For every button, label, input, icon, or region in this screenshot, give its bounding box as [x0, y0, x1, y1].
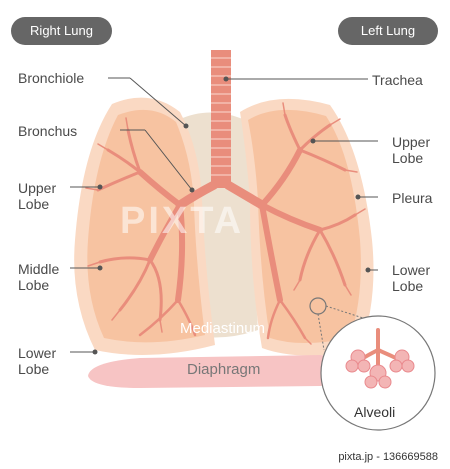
label-bronchiole: Bronchiole: [18, 70, 85, 86]
label-bronchus: Bronchus: [18, 123, 78, 139]
label-left-upper-lobe: Upper Lobe: [392, 134, 431, 166]
label-left-lower-lobe: Lower Lobe: [392, 262, 431, 294]
trachea: [211, 50, 231, 188]
bronchial-tree: [85, 102, 366, 345]
image-id-footer: pixta.jp - 136669588: [338, 451, 438, 463]
left-lung-header: Left Lung: [338, 17, 438, 45]
label-alveoli: Alveoli: [354, 404, 396, 420]
watermark-text: PIXTA: [120, 200, 245, 242]
label-right-lower-lobe: Lower Lobe: [18, 345, 57, 377]
right-lung-header: Right Lung: [11, 17, 112, 45]
label-pleura: Pleura: [392, 190, 433, 206]
label-trachea: Trachea: [372, 72, 423, 88]
right-lung-inner: [87, 109, 205, 343]
label-mediastinum: Mediastinum: [180, 320, 266, 337]
label-diaphragm: Diaphragm: [187, 361, 261, 378]
trachea-rings: [211, 57, 231, 176]
diaphragm-shape: [88, 355, 345, 388]
label-right-middle-lobe: Middle Lobe: [18, 261, 60, 293]
leader-lines: [70, 77, 378, 353]
leader-dots: [92, 76, 371, 355]
label-right-upper-lobe: Upper Lobe: [18, 180, 57, 212]
alveoli-cluster-graphic: [345, 328, 415, 389]
